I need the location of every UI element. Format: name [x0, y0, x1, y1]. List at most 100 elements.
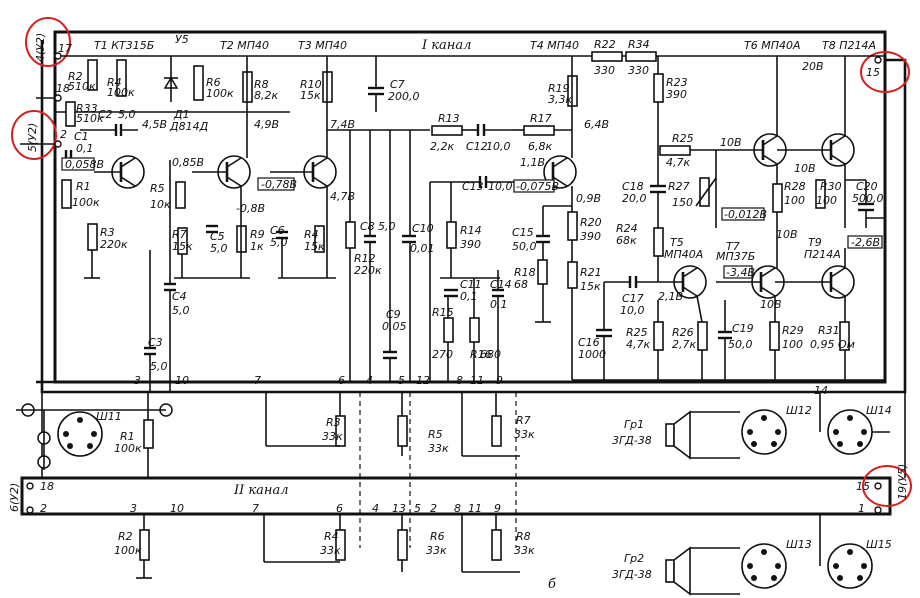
r18-ref: R18: [514, 266, 536, 279]
c12-ref: C12: [466, 140, 488, 153]
c1-value: 0,1: [76, 142, 94, 155]
board-frame-channel-2: [20, 476, 892, 516]
channel-2-label: II канал: [233, 483, 289, 498]
r15-ref: R15: [432, 306, 454, 319]
r30-resistor: [769, 321, 780, 351]
r34-resistor: [625, 51, 657, 62]
r17-value: 6,8к: [528, 140, 552, 153]
ch2-pin-10: 10: [170, 502, 184, 515]
voltage-10b: 10В: [760, 298, 782, 311]
ch2-pin-15-ref: 19(У5): [896, 464, 909, 500]
r1-value: 100к: [72, 196, 100, 209]
voltage-11: 1,1В: [520, 156, 545, 169]
ch2-pin-5: 5: [414, 502, 421, 515]
r33-value: 510к: [76, 112, 104, 125]
ext-r1-ref: R1: [120, 430, 135, 443]
r4b-ref: R4: [304, 228, 319, 241]
ext-r3-value: 33к: [322, 430, 343, 443]
r29-value: 100: [784, 194, 805, 207]
ch2-pin-11: 11: [468, 502, 482, 515]
r3-ref: R3: [100, 226, 115, 239]
ch2-pin-1: 1: [858, 502, 865, 515]
c4-ref: C4: [172, 290, 187, 303]
r1-ref: R1: [76, 180, 91, 193]
r5-resistor: [175, 181, 186, 209]
r12-value: 220к: [354, 264, 382, 277]
r16-value: 680: [480, 348, 501, 361]
voltage-box-0058: [61, 157, 95, 171]
sh14-label: Ш14: [866, 404, 892, 417]
block-label: У5: [175, 33, 189, 46]
r30-ref: R29: [782, 324, 804, 337]
voltage-box-26: [847, 235, 883, 249]
pin-15-label: 15: [866, 66, 880, 79]
r4-ref: R4: [107, 76, 122, 89]
voltage-64: 6,4В: [584, 118, 609, 131]
ch1-pin-12: 12: [416, 374, 430, 387]
ext-r5-ref: R5: [428, 428, 443, 441]
t7-ref: T7: [726, 240, 740, 253]
r26-ref: R25: [672, 132, 694, 145]
highlight-pin-17: [25, 17, 71, 67]
gr1-type: 3ГД-38: [612, 434, 652, 447]
t4-label: T4 МП40: [530, 39, 579, 52]
t1-label: T1 КТ315Б: [94, 39, 154, 52]
c8-ref: C8: [360, 220, 375, 233]
ext-r2-value: 100к: [114, 544, 142, 557]
r17-resistor: [523, 125, 555, 136]
r7-ref: R7: [172, 228, 187, 241]
c3-value: 5,0: [150, 360, 168, 373]
voltage-0058: 0,058В: [65, 158, 104, 171]
pin-18-label: 18: [56, 82, 70, 95]
r1-resistor: [61, 179, 72, 209]
ch1-pin-8: 8: [456, 374, 463, 387]
ext-r8-ref: R8: [516, 530, 531, 543]
r12-resistor: [345, 221, 356, 249]
r27-value: 2,7к: [672, 338, 696, 351]
pin-17-ref: 4(У2): [34, 33, 47, 62]
c11-ref: C11: [460, 278, 482, 291]
voltage-box-0012: [721, 207, 765, 221]
r22-ref: R22: [594, 38, 616, 51]
c18-ref: C18: [622, 180, 644, 193]
r10-value: 15к: [300, 89, 321, 102]
c18-value: 20,0: [622, 192, 647, 205]
ext-r4-ref: R4: [324, 530, 339, 543]
r14-value: 390: [460, 238, 481, 251]
ch2-pin-2-ref: 6(У2): [8, 483, 21, 512]
ext-r1-resistor: [143, 419, 154, 449]
t2-label: T2 МП40: [220, 39, 269, 52]
ch2-pin-7: 7: [252, 502, 259, 515]
connector-sh11: Ш11: [57, 410, 122, 457]
r10-ref: R10: [300, 78, 322, 91]
r22-resistor: [591, 51, 623, 62]
ch1-board-pins: 3 10 7 6 4 5 12 8 11 9: [134, 374, 503, 387]
r21-resistor: [567, 261, 578, 289]
ch1-pin-7: 7: [254, 374, 261, 387]
ext-r7-ref: R7: [516, 414, 531, 427]
r13-resistor: [431, 125, 463, 136]
c20-value: 500,0: [852, 192, 884, 205]
c12-value: 10,0: [486, 140, 511, 153]
r17-ref: R17: [530, 112, 552, 125]
connector-sh14: Ш14: [819, 392, 892, 455]
voltage-078: -0,78В: [261, 178, 297, 191]
connector-sh13: Ш13: [741, 538, 812, 589]
c17-value: 10,0: [620, 304, 645, 317]
r3-resistor: [87, 223, 98, 251]
ch1-pin-11: 11: [470, 374, 484, 387]
pin-2-terminal: [54, 140, 62, 148]
c10-ref: C10: [412, 222, 434, 235]
r26-resistor: [659, 145, 691, 156]
c11-value: 0,1: [460, 290, 478, 303]
ch1-pin-5: 5: [398, 374, 405, 387]
c9-value: 0,05: [382, 320, 407, 333]
r31-resistor: [815, 179, 826, 209]
ch2-pin-15: 15: [856, 480, 870, 493]
c6-ref: C6: [270, 224, 285, 237]
t6-label: T6 МП40А: [744, 39, 801, 52]
t8-label: T8 П214А: [822, 39, 876, 52]
r20-resistor: [567, 211, 578, 241]
ch2-pin-3: 3: [130, 502, 137, 515]
pin-18-terminal: [54, 94, 62, 102]
